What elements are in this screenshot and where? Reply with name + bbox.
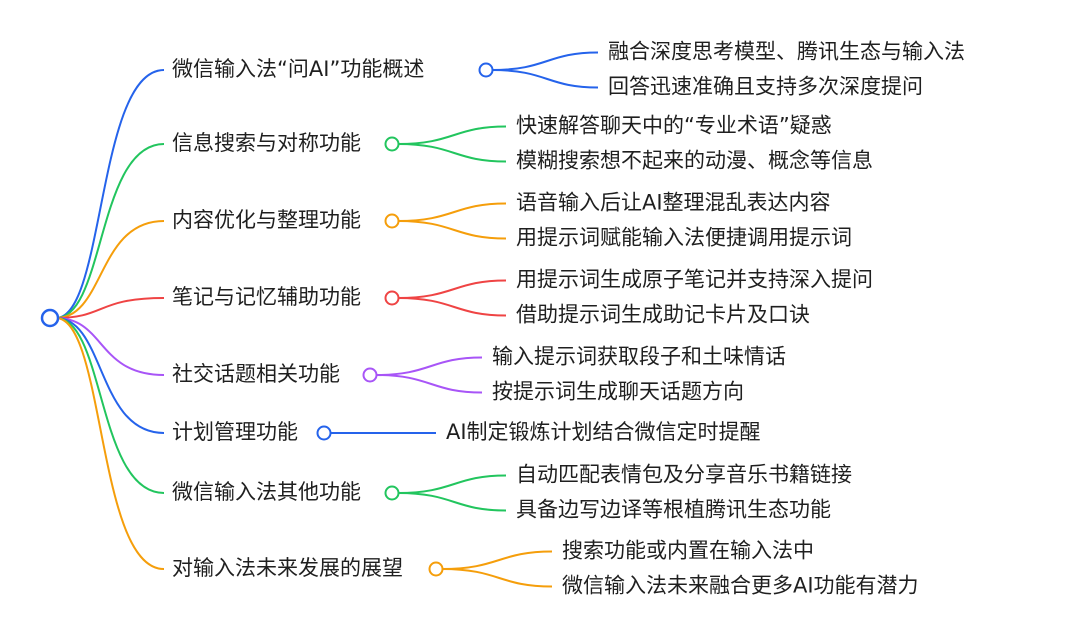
branch-node[interactable] <box>384 213 400 229</box>
child-label[interactable]: 微信输入法未来融合更多AI功能有潜力 <box>562 574 919 598</box>
branch-node[interactable] <box>384 136 400 152</box>
child-label[interactable]: 快速解答聊天中的“专业术语”疑惑 <box>516 114 832 138</box>
child-edge <box>397 143 507 163</box>
branch-edge <box>55 317 165 494</box>
child-label[interactable]: 自动匹配表情包及分享音乐书籍链接 <box>516 463 852 487</box>
branch-label[interactable]: 对输入法未来发展的展望 <box>172 556 403 580</box>
mindmap-edges <box>55 51 599 588</box>
child-label[interactable]: AI制定锻炼计划结合微信定时提醒 <box>446 420 761 444</box>
child-label[interactable]: 借助提示词生成助记卡片及口诀 <box>516 303 810 327</box>
child-edge <box>397 125 507 145</box>
child-edge <box>397 202 507 222</box>
child-edge <box>397 474 507 494</box>
branch-edge <box>55 297 165 319</box>
branch-node[interactable] <box>428 561 444 577</box>
root-node[interactable] <box>40 308 60 328</box>
branch-label[interactable]: 信息搜索与对称功能 <box>172 131 361 155</box>
branch-edge <box>55 220 165 319</box>
branch-label[interactable]: 社交话题相关功能 <box>172 362 340 386</box>
branch-node[interactable] <box>316 425 332 441</box>
child-edge <box>397 279 507 299</box>
child-label[interactable]: 输入提示词获取段子和土味情话 <box>492 345 786 369</box>
child-label[interactable]: 用提示词生成原子笔记并支持深入提问 <box>516 268 873 292</box>
branch-label[interactable]: 微信输入法其他功能 <box>172 480 361 504</box>
child-edge <box>397 220 507 240</box>
branch-node[interactable] <box>362 367 378 383</box>
child-edge <box>491 51 599 71</box>
child-label[interactable]: 回答迅速准确且支持多次深度提问 <box>608 75 923 99</box>
branch-label[interactable]: 内容优化与整理功能 <box>172 208 361 232</box>
child-label[interactable]: 模糊搜索想不起来的动漫、概念等信息 <box>516 149 873 173</box>
branch-edge <box>55 143 165 319</box>
branch-edge <box>55 317 165 376</box>
branch-edge <box>55 317 165 434</box>
child-edge <box>441 568 553 588</box>
branch-label[interactable]: 计划管理功能 <box>172 420 298 444</box>
branch-node[interactable] <box>384 485 400 501</box>
branch-edge <box>55 69 165 319</box>
branch-label[interactable]: 笔记与记忆辅助功能 <box>172 285 361 309</box>
child-edge <box>491 69 599 89</box>
child-edge <box>375 374 483 394</box>
child-edge <box>397 297 507 317</box>
branch-edge <box>55 317 165 570</box>
branch-node[interactable] <box>384 290 400 306</box>
child-label[interactable]: 搜索功能或内置在输入法中 <box>562 539 814 563</box>
child-label[interactable]: 语音输入后让AI整理混乱表达内容 <box>516 191 831 215</box>
child-edge <box>441 550 553 570</box>
branch-node[interactable] <box>478 62 494 78</box>
child-edge <box>397 492 507 512</box>
child-label[interactable]: 用提示词赋能输入法便捷调用提示词 <box>516 226 852 250</box>
child-label[interactable]: 融合深度思考模型、腾讯生态与输入法 <box>608 40 965 64</box>
branch-label[interactable]: 微信输入法“问AI”功能概述 <box>172 57 424 81</box>
child-label[interactable]: 具备边写边译等根植腾讯生态功能 <box>516 498 831 522</box>
mindmap-nodes: 微信输入法“问AI”功能概述 融合深度思考模型、腾讯生态与输入法回答迅速准确且支持… <box>172 40 965 598</box>
child-label[interactable]: 按提示词生成聊天话题方向 <box>492 380 744 404</box>
child-edge <box>375 356 483 376</box>
